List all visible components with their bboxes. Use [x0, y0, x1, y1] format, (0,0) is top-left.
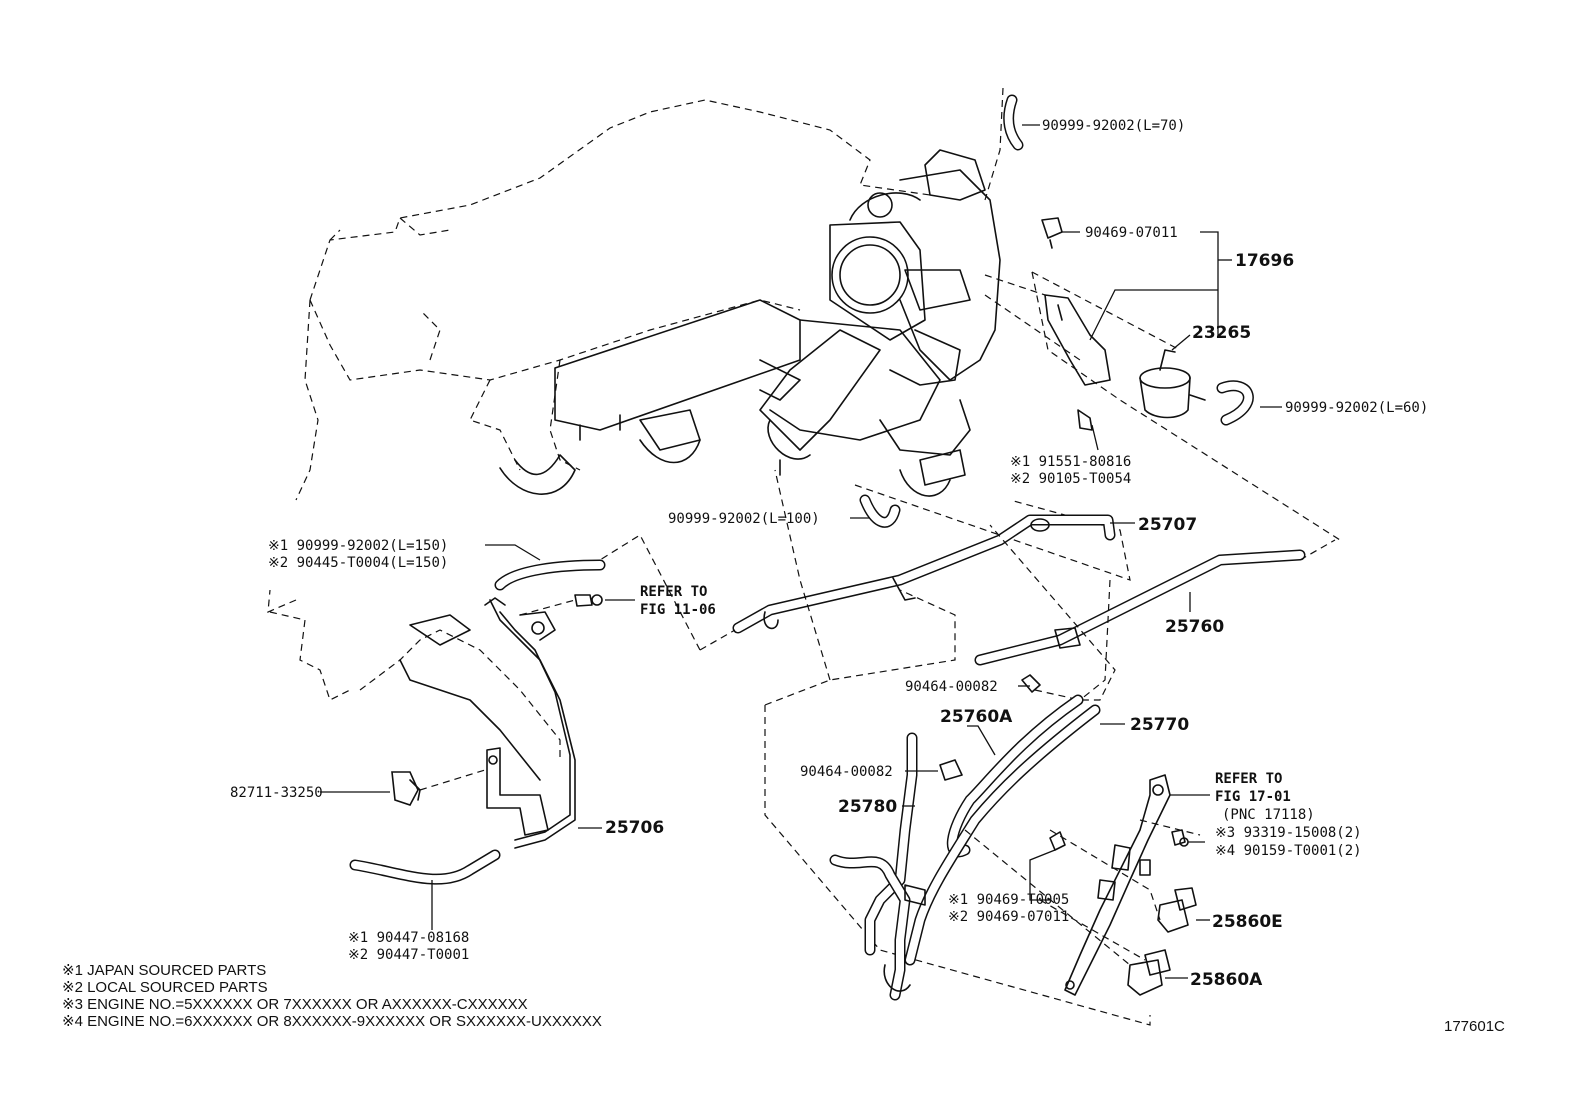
label-refer-17-01-b: FIG 17-01	[1215, 789, 1291, 805]
label-clip-00082-b: 90464-00082	[800, 764, 893, 780]
label-screw-90159: ※4 90159-T0001(2)	[1215, 843, 1362, 859]
clamp-82711	[320, 747, 549, 836]
label-pipe-25707: 25707	[1138, 515, 1197, 535]
vsv-bracket	[964, 774, 1210, 996]
label-pipe-25780: 25780	[838, 797, 897, 817]
bolt-91551	[1077, 409, 1099, 451]
footnotes: ※1 JAPAN SOURCED PARTS ※2 LOCAL SOURCED …	[62, 962, 602, 1030]
label-refer-11-06-b: FIG 11-06	[640, 602, 716, 618]
pipe-25760	[974, 539, 1336, 701]
footnote-2: ※2 LOCAL SOURCED PARTS	[62, 979, 268, 996]
throttle-body	[759, 149, 1001, 497]
label-bolt-91551: ※1 91551-80816	[1010, 454, 1131, 470]
label-hose-l150-l: ※2 90445-T0004(L=150)	[268, 555, 448, 571]
label-valve-23265: 23265	[1192, 323, 1251, 343]
engine-outline	[267, 99, 931, 781]
hose-l100	[850, 484, 1131, 581]
pipe-25707	[599, 514, 1135, 651]
label-hose-l70: 90999-92002(L=70)	[1042, 118, 1185, 134]
label-clip-00082-a: 90464-00082	[905, 679, 998, 695]
label-hose-l60: 90999-92002(L=60)	[1285, 400, 1428, 416]
part-labels: 90999-92002(L=70) 90469-07011 17696 2326…	[230, 118, 1505, 1035]
label-pipe-25760: 25760	[1165, 617, 1224, 637]
hose-90447	[349, 849, 501, 930]
label-vsv-25860a: 25860A	[1190, 970, 1263, 990]
label-assy-17696: 17696	[1235, 251, 1294, 271]
hose-l150	[485, 544, 635, 616]
label-refer-11-06-a: REFER TO	[640, 584, 707, 600]
hose-l70	[984, 87, 1040, 201]
label-screw-93319: ※3 93319-15008(2)	[1215, 825, 1362, 841]
label-refer-17-01-a: REFER TO	[1215, 771, 1282, 787]
label-hose-l100: 90999-92002(L=100)	[668, 511, 820, 527]
label-pipe-25760a: 25760A	[940, 707, 1013, 727]
label-bolt-90105: ※2 90105-T0054	[1010, 471, 1131, 487]
label-clip-07011: 90469-07011	[1085, 225, 1178, 241]
valve-23265	[1139, 334, 1282, 426]
label-hose-l150-j: ※1 90999-92002(L=150)	[268, 538, 448, 554]
label-pipe-25770: 25770	[1130, 715, 1189, 735]
footnote-1: ※1 JAPAN SOURCED PARTS	[62, 962, 266, 979]
footnote-3: ※3 ENGINE NO.=5XXXXXX OR 7XXXXXX OR AXXX…	[62, 996, 528, 1013]
pipe-25706	[484, 597, 602, 849]
pipe-group-lower	[764, 469, 1151, 1026]
label-clip-t0005: ※1 90469-T0005	[948, 892, 1069, 908]
footnote-4: ※4 ENGINE NO.=6XXXXXX OR 8XXXXXX-9XXXXXX…	[62, 1013, 602, 1030]
label-clip-07011-b: ※2 90469-07011	[948, 909, 1069, 925]
label-hose-08168: ※1 90447-08168	[348, 930, 469, 946]
label-hose-t0001: ※2 90447-T0001	[348, 947, 469, 963]
bracket-17696	[984, 217, 1341, 541]
label-vsv-25860e: 25860E	[1212, 912, 1283, 932]
label-refer-17-01-c: (PNC 17118)	[1222, 807, 1315, 823]
figure-id: 177601C	[1444, 1018, 1505, 1035]
label-clamp-82711: 82711-33250	[230, 785, 323, 801]
label-pipe-25706: 25706	[605, 818, 664, 838]
